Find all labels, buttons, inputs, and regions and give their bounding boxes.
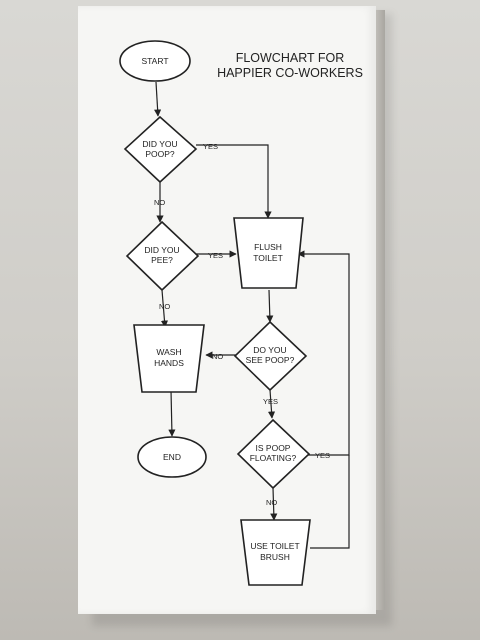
label-float-yes: YES	[315, 451, 330, 460]
decision-float-line-2: FLOATING?	[250, 453, 297, 463]
decision-pee-diamond	[125, 220, 200, 292]
decision-float-diamond	[236, 418, 311, 490]
flush-trapezoid	[233, 217, 304, 289]
decision-float-line-1: IS POOP	[256, 443, 291, 453]
label-see-yes: YES	[263, 397, 278, 406]
edge-brush-return	[310, 455, 350, 549]
edge-wash-to-end	[168, 389, 176, 437]
edge-pee-no	[160, 289, 169, 328]
title-line-1: FLOWCHART FOR	[236, 51, 345, 65]
edge-start-to-poop	[154, 81, 162, 117]
start-label: START	[141, 56, 168, 66]
process-use-toilet-brush: USE TOILET BRUSH	[240, 519, 311, 586]
flush-line-2: TOILET	[253, 253, 283, 263]
decision-do-you-see-poop: DO YOU SEE POOP?	[233, 320, 308, 392]
edge-float-no	[270, 487, 278, 521]
decision-poop-line-1: DID YOU	[142, 139, 177, 149]
process-flush-toilet: FLUSH TOILET	[233, 217, 304, 289]
label-pee-yes: YES	[208, 251, 223, 260]
decision-see-line-2: SEE POOP?	[246, 355, 295, 365]
decision-see-diamond	[233, 320, 308, 392]
decision-did-you-poop: DID YOU POOP?	[123, 115, 198, 184]
wash-line-1: WASH	[156, 347, 181, 357]
title-line-2: HAPPIER CO-WORKERS	[217, 66, 363, 80]
start-node: START	[119, 40, 191, 82]
decision-did-you-pee: DID YOU PEE?	[125, 220, 200, 292]
process-wash-hands: WASH HANDS	[133, 324, 205, 393]
end-node: END	[137, 436, 207, 478]
edge-see-yes	[267, 389, 276, 419]
end-ellipse	[137, 436, 207, 478]
label-poop-yes: YES	[203, 142, 218, 151]
flowchart-sign	[78, 6, 376, 614]
brush-line-1: USE TOILET	[250, 541, 299, 551]
edge-poop-yes	[196, 144, 272, 219]
brush-line-2: BRUSH	[260, 552, 290, 562]
decision-is-poop-floating: IS POOP FLOATING?	[236, 418, 311, 490]
decision-pee-line-1: DID YOU	[144, 245, 179, 255]
decision-poop-line-2: POOP?	[145, 149, 175, 159]
brush-trapezoid	[240, 519, 311, 586]
decision-see-line-1: DO YOU	[253, 345, 286, 355]
edge-float-yes	[297, 250, 350, 456]
label-poop-no: NO	[154, 198, 165, 207]
edge-flush-to-see	[266, 289, 274, 323]
label-see-no: NO	[212, 352, 223, 361]
connectors	[154, 81, 350, 549]
decision-poop-diamond	[123, 115, 198, 184]
start-ellipse	[119, 40, 191, 82]
flush-line-1: FLUSH	[254, 242, 282, 252]
sign-edge	[376, 10, 385, 610]
end-label: END	[163, 452, 181, 462]
wash-line-2: HANDS	[154, 358, 184, 368]
wash-trapezoid	[133, 324, 205, 393]
label-float-no: NO	[266, 498, 277, 507]
label-pee-no: NO	[159, 302, 170, 311]
decision-pee-line-2: PEE?	[151, 255, 173, 265]
